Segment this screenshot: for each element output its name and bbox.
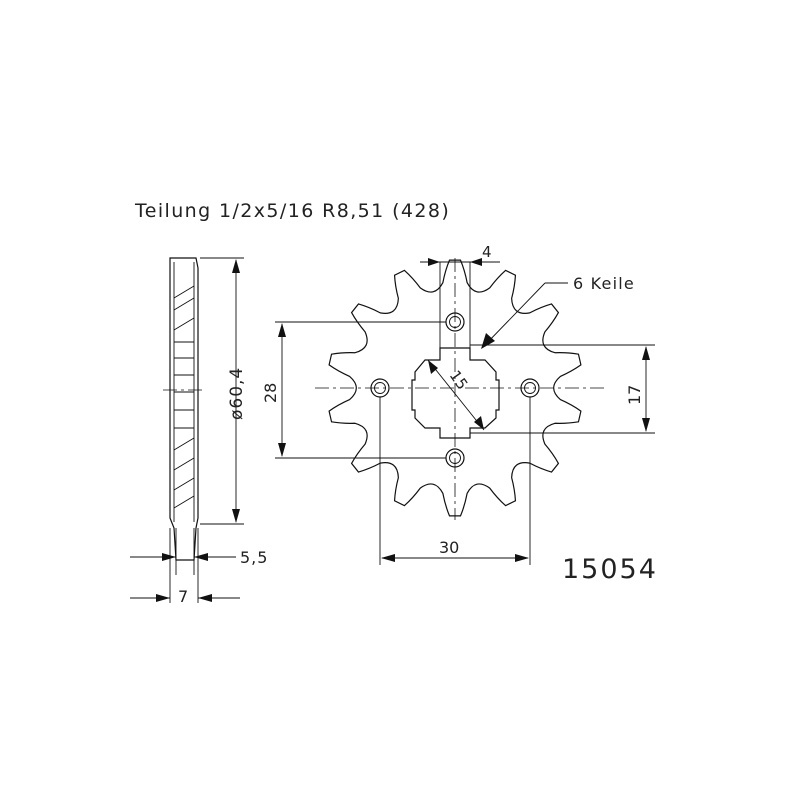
spline-height-label: 17 [625,385,644,405]
bore-diameter-label: 15 [446,367,472,393]
tooth-width-label: 5,5 [240,548,268,567]
bolt-spacing-horizontal-label: 30 [439,538,459,557]
spline-count-label: 6 Keile [573,274,635,293]
sprocket-front-view: 4 6 Keile 15 28 17 30 [261,243,655,565]
sprocket-tooth-outline [328,259,582,517]
drawing-title: Teilung 1/2x5/16 R8,51 (428) [134,200,450,222]
outer-width-label: 7 [178,587,188,606]
sprocket-side-view: ø60,4 5,5 7 [130,257,268,606]
bolt-spacing-vertical-label: 28 [261,383,280,403]
outer-diameter-label: ø60,4 [227,367,247,420]
spline-bore [411,347,500,439]
spline-width-label: 4 [482,243,492,261]
part-number: 15054 [562,554,658,585]
